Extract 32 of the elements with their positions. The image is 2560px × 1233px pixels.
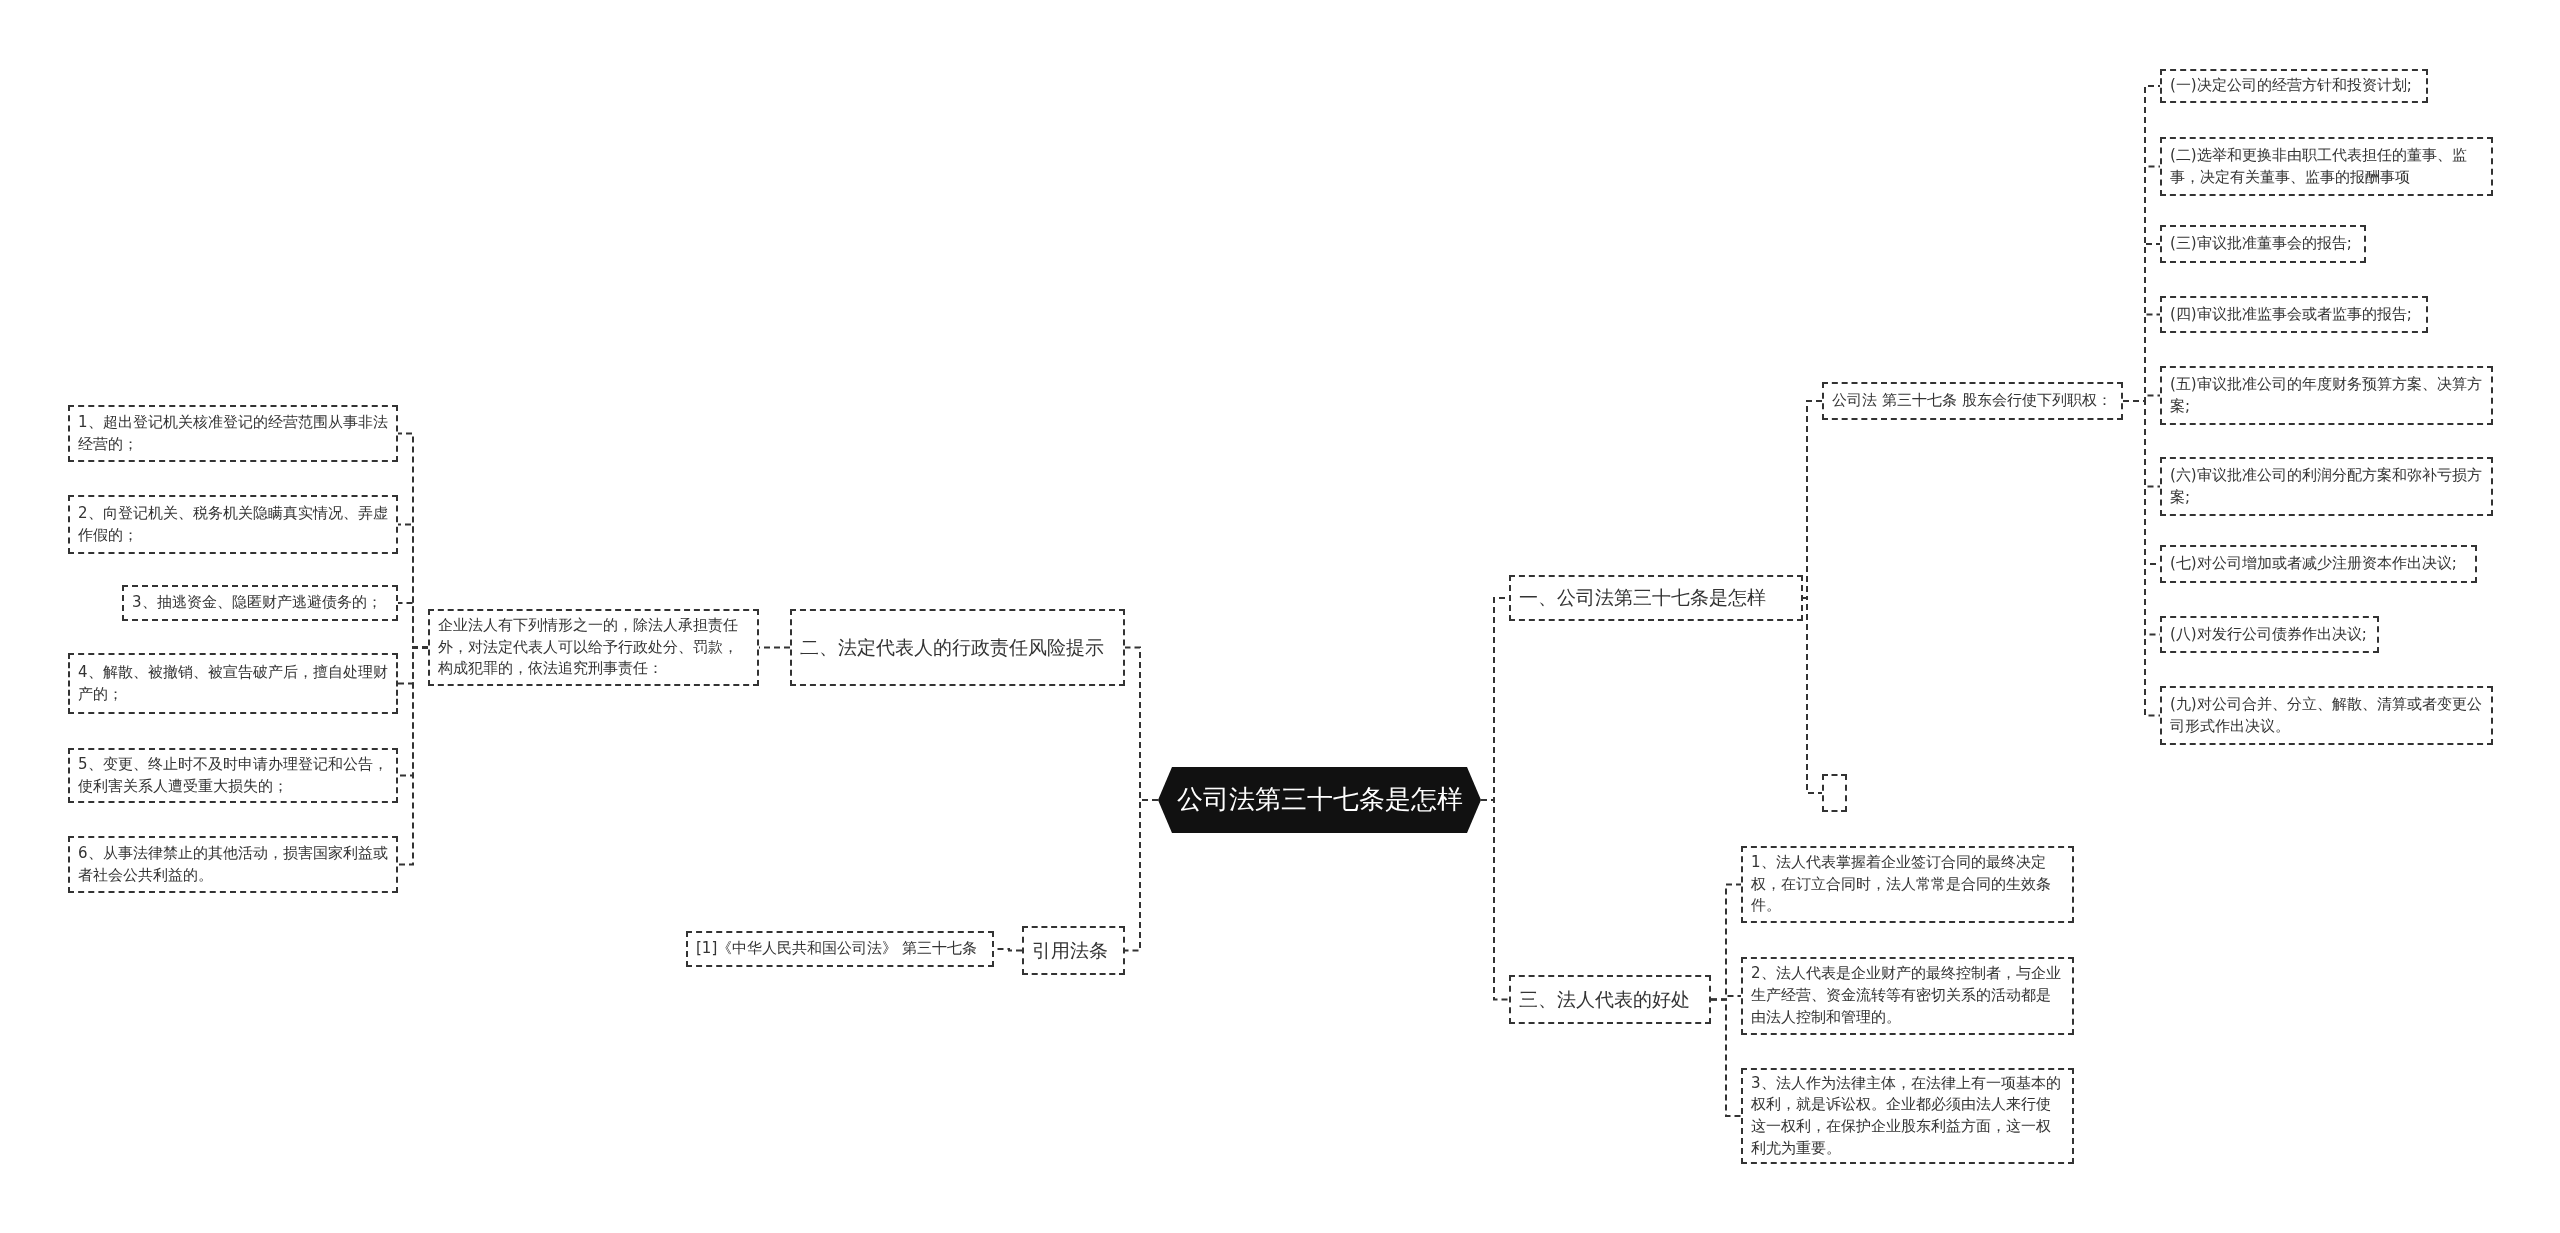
text-box: 5、变更、终止时不及时申请办理登记和公告，使利害关系人遭受重大损失的； [68, 748, 398, 803]
text-box: (二)选举和更换非由职工代表担任的董事、监事，决定有关董事、监事的报酬事项 [2160, 137, 2493, 196]
text-box: 3、抽逃资金、隐匿财产逃避债务的； [122, 585, 398, 621]
text-box: 6、从事法律禁止的其他活动，损害国家利益或者社会公共利益的。 [68, 836, 398, 893]
connector-line [2122, 400, 2161, 717]
empty-box [1822, 774, 1847, 812]
topic-box: 引用法条 [1022, 926, 1125, 975]
text-box: (一)决定公司的经营方针和投资计划; [2160, 69, 2428, 103]
text-box: 公司法 第三十七条 股东会行使下列职权： [1822, 382, 2123, 420]
text-box: 2、向登记机关、税务机关隐瞒真实情况、弄虚作假的； [68, 495, 398, 554]
connector-line [1480, 799, 1510, 1001]
text-box: (九)对公司合并、分立、解散、清算或者变更公司形式作出决议。 [2160, 686, 2493, 745]
text-box: (七)对公司增加或者减少注册资本作出决议; [2160, 545, 2477, 583]
connector-line [1124, 799, 1159, 952]
text-box: (五)审议批准公司的年度财务预算方案、决算方案; [2160, 366, 2493, 425]
text-box: 1、法人代表掌握着企业签订合同的最终决定权，在订立合同时，法人常常是合同的生效条件。 [1741, 846, 2074, 923]
topic-box: 二、法定代表人的行政责任风险提示 [790, 609, 1125, 686]
text-box: 3、法人作为法律主体，在法律上有一项基本的权利，就是诉讼权。企业都必须由法人来行使这一权利，在保护企业股东利益方面，这一权利尤为重要。 [1741, 1068, 2074, 1164]
connector-line [397, 646, 429, 866]
text-box: (八)对发行公司债券作出决议; [2160, 616, 2379, 653]
text-box: 企业法人有下列情形之一的，除法人承担责任外，对法定代表人可以给予行政处分、罚款，构成犯罪的，依法追究刑事责任： [428, 609, 759, 686]
text-box: 1、超出登记机关核准登记的经营范围从事非法经营的； [68, 405, 398, 462]
connector-line [1710, 998, 1742, 1117]
text-box: 4、解散、被撤销、被宣告破产后，擅自处理财产的； [68, 653, 398, 714]
topic-box: 一、公司法第三十七条是怎样 [1509, 575, 1803, 621]
text-box: 2、法人代表是企业财产的最终控制者，与企业生产经营、资金流转等有密切关系的活动都是由法人控制和管理的。 [1741, 957, 2074, 1035]
text-box: (三)审议批准董事会的报告; [2160, 225, 2366, 263]
central-topic: 公司法第三十七条是怎样 [1158, 767, 1481, 833]
text-box: (六)审议批准公司的利润分配方案和弥补亏损方案; [2160, 457, 2493, 516]
topic-box: 三、法人代表的好处 [1509, 975, 1711, 1024]
text-box: (四)审议批准监事会或者监事的报告; [2160, 296, 2428, 333]
text-box: [1]《中华人民共和国公司法》 第三十七条 [686, 931, 994, 967]
